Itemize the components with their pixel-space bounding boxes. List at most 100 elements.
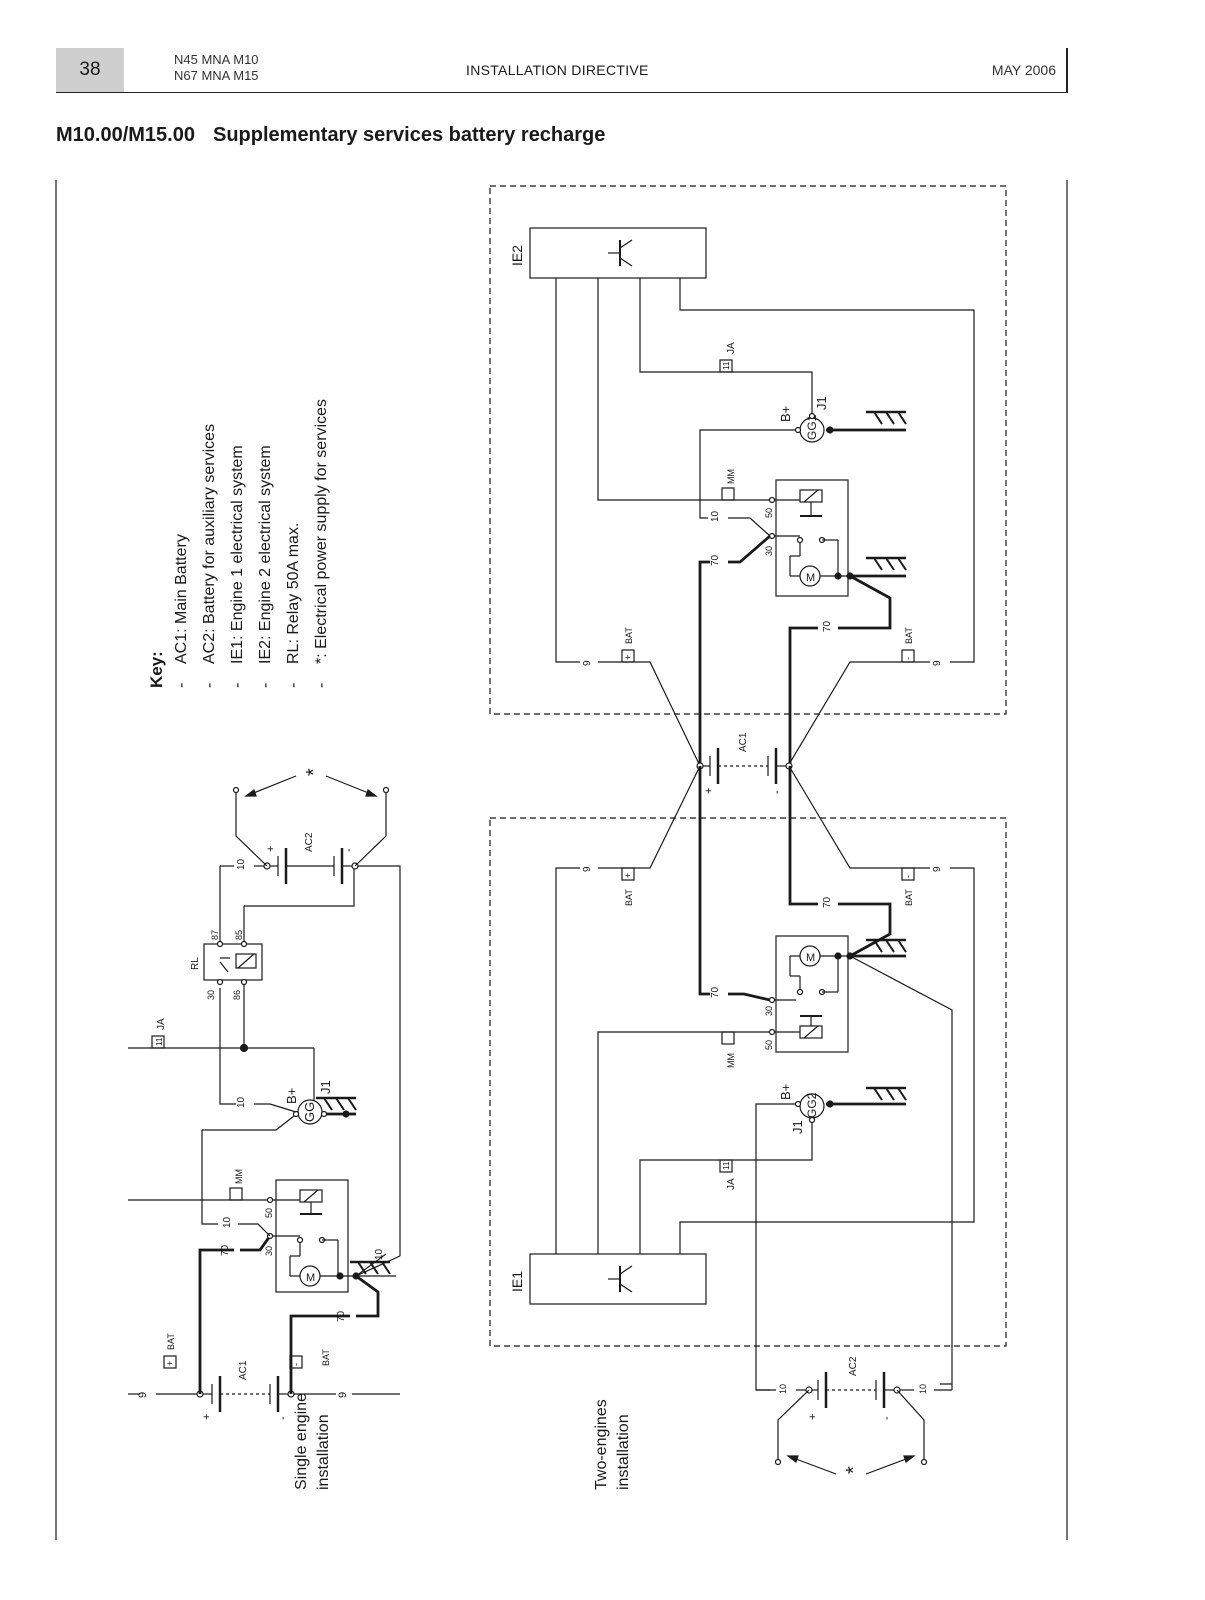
bplus-label: B+ [778,406,793,422]
bat-label: BAT [624,627,634,644]
mm-label: MM [234,1169,244,1184]
terminal-30: 30 [264,1246,274,1256]
wire-70: 70 [336,1310,347,1322]
terminal-50: 50 [764,508,774,518]
wire-10: 10 [918,1384,928,1394]
terminal-11: 11 [155,1037,164,1046]
terminal-30: 30 [206,990,216,1000]
gg2-label: GG2 [805,1092,819,1118]
single-engine-caption: Single engine installation [293,1393,332,1490]
rl-label: RL [190,957,201,970]
svg-text:installation: installation [615,1414,632,1490]
plus-sign: + [703,788,715,794]
wire-10: 10 [236,1096,247,1108]
wire-70: 70 [822,896,833,908]
wire-9: 9 [137,1392,149,1398]
page-header: 38 N45 MNA M10 N67 MNA M15 INSTALLATION … [56,48,1068,93]
star-symbol: * [843,1466,865,1474]
wire-9: 9 [582,660,593,666]
key-dash: - [201,683,218,688]
terminal-87: 87 [210,930,220,940]
plus-sign: + [201,1414,213,1420]
ie2-box [529,227,707,279]
terminal-85: 85 [234,930,244,940]
key-item-ie1: IE1: Engine 1 electrical system [229,445,246,664]
key-item-ie2: IE2: Engine 2 electrical system [257,445,274,664]
bat-label: BAT [166,1333,176,1350]
ie2-label: IE2 [509,245,525,266]
ac2-label: AC2 [848,1356,859,1376]
key-dash: - [313,683,330,688]
terminal-minus: - [903,875,913,878]
ja-label: JA [726,342,737,354]
wire-9: 9 [932,866,943,872]
plus-sign: + [265,846,277,852]
j1-label: J1 [318,1080,333,1094]
model-code-2: N67 MNA M15 [174,68,259,83]
wire-9: 9 [582,866,593,872]
header-date: MAY 2006 [991,62,1056,78]
gg1-label: GG1 [805,414,819,440]
wire-10: 10 [374,1248,385,1260]
ja-label: JA [726,1178,737,1190]
ie1-label: IE1 [509,1271,525,1292]
terminal-50: 50 [264,1208,274,1218]
star-symbol: * [303,768,325,776]
terminal-minus: - [903,657,913,660]
terminal-11: 11 [722,361,731,370]
ac2-label: AC2 [304,832,315,852]
motor-label: M [306,1272,315,1284]
ac1-label: AC1 [238,1360,249,1380]
terminal-plus: + [165,1361,175,1366]
wire-10: 10 [778,1384,788,1394]
single-engine-schematic: 9 9 AC1 + - + BAT - BAT 70 70 [128,768,401,1420]
key-dash: - [173,683,190,688]
ie2-frame [489,185,1007,715]
bat-label: BAT [624,889,634,906]
minus-sign: - [343,848,355,852]
bat-label: BAT [904,627,914,644]
motor-label: M [806,572,815,584]
two-engine-caption: Two-engines installation [593,1399,632,1490]
model-codes: N45 MNA M10 N67 MNA M15 [174,52,259,84]
wire-70: 70 [710,554,721,566]
wire-9: 9 [932,660,943,666]
bplus-label: B+ [778,1084,793,1100]
minus-sign: - [771,790,783,794]
wire-70: 70 [822,620,833,632]
two-engine-schematic: IE2 9 + BAT MM 11 JA 9 - BAT GG1 B+ J1 1… [489,185,1007,1475]
header-divider [1066,48,1068,92]
svg-text:installation: installation [315,1414,332,1490]
minus-sign: - [277,1416,289,1420]
key-item-ac1: AC1: Main Battery [173,534,190,664]
ac1-label: AC1 [738,732,749,752]
key-legend: Key: - AC1: Main Battery - AC2: Battery … [147,399,330,688]
header-title: INSTALLATION DIRECTIVE [466,62,649,78]
model-code-1: N45 MNA M10 [174,52,259,67]
bat-label: BAT [904,889,914,906]
key-dash: - [257,683,274,688]
ie1-box [529,1253,707,1305]
key-dash: - [229,683,246,688]
ja-label: JA [156,1018,167,1030]
page-number: 38 [56,48,124,92]
plus-sign: + [807,1414,819,1420]
wire-9: 9 [337,1392,349,1398]
key-item-ac2: AC2: Battery for auxiliary services [201,424,218,664]
key-item-services: *: Electrical power supply for services [313,399,330,664]
motor-label: M [806,952,815,964]
mm-label: MM [726,469,736,484]
key-item-rl: RL: Relay 50A max. [285,523,302,664]
wire-70: 70 [220,1244,231,1256]
ie1-frame [489,817,1007,1347]
key-heading: Key: [147,651,166,688]
j1-label: J1 [814,396,829,410]
mm-label: MM [726,1053,736,1068]
terminal-50: 50 [764,1040,774,1050]
section-code: M10.00/M15.00 [56,124,195,146]
terminal-minus: - [291,1363,301,1366]
terminal-plus: + [623,655,633,660]
terminal-11: 11 [722,1161,731,1170]
